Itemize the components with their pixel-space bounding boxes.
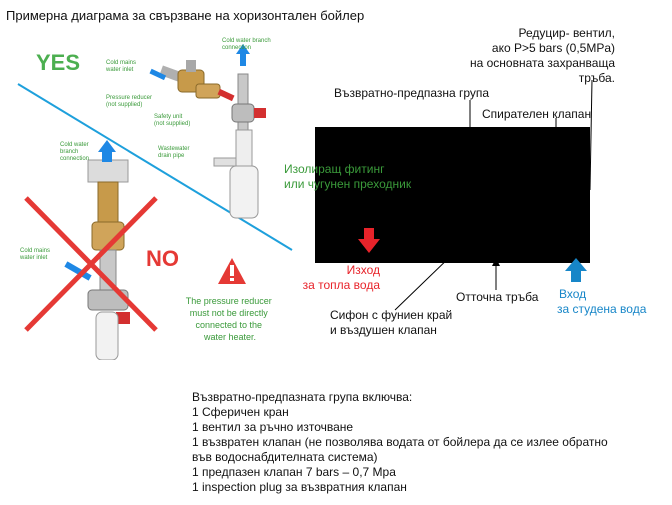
notes-item: във водоснабдителната система) (192, 450, 378, 464)
yes-label: YES (36, 50, 80, 75)
notes-item: 1 вентил за ръчно източване (192, 420, 354, 434)
correct-assembly (149, 44, 266, 219)
notes-item: 1 inspection plug за възвратния клапан (192, 480, 407, 494)
label-shutoff-valve: Спирателен клапан (482, 107, 592, 121)
notes-item: 1 възвратен клапан (не позволява водата … (192, 435, 608, 449)
label-return-safety-group: Възвратно-предпазна група (334, 86, 490, 100)
warning-icon (218, 258, 246, 284)
notes-item: 1 Сферичен кран (192, 405, 289, 419)
page-title: Примерна диаграма за свързване на хоризо… (6, 8, 365, 23)
notes-block: Възвратно-предпазната група включва: 1 С… (192, 390, 608, 495)
notes-item: 1 предпазен клапан 7 bars – 0,7 Mpa (192, 465, 396, 479)
label-drain-pipe: Отточна тръба (456, 290, 539, 304)
notes-heading: Възвратно-предпазната група включва: (192, 390, 413, 404)
incorrect-assembly (24, 140, 158, 360)
label-safety-unit: Safety unit(not supplied) (154, 114, 190, 127)
hot-water-arrow-icon (358, 228, 380, 253)
label-reducer-valve: Редуцир- вентил,ако P>5 bars (0,5MPa)на … (470, 26, 616, 85)
warning-text: The pressure reducer must not be directl… (186, 296, 275, 342)
divider-line (17, 83, 293, 251)
label-pressure-reducer: Pressure reducer(not supplied) (106, 95, 152, 108)
cold-water-arrow-icon (565, 258, 587, 282)
no-label: NO (146, 246, 179, 271)
